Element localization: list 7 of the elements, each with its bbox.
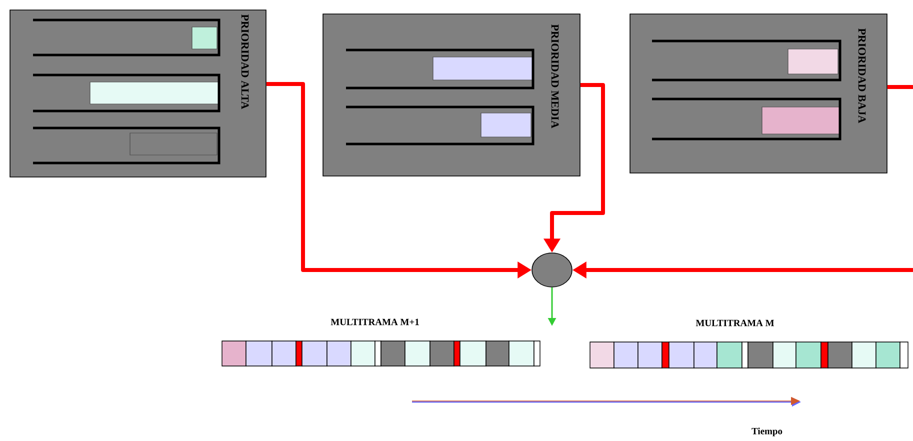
frame-heading: MULTITRAMA M bbox=[696, 320, 774, 326]
priority-label: PRIORIDAD ALTA bbox=[241, 14, 249, 110]
priority-label: PRIORIDAD MEDIA bbox=[551, 24, 559, 128]
priority-label: PRIORIDAD BAJA bbox=[858, 28, 866, 124]
axis-label: Tiempo bbox=[752, 428, 782, 436]
multiplexer-circle bbox=[532, 252, 572, 288]
frame-heading: MULTITRAMA M+1 bbox=[330, 318, 419, 326]
